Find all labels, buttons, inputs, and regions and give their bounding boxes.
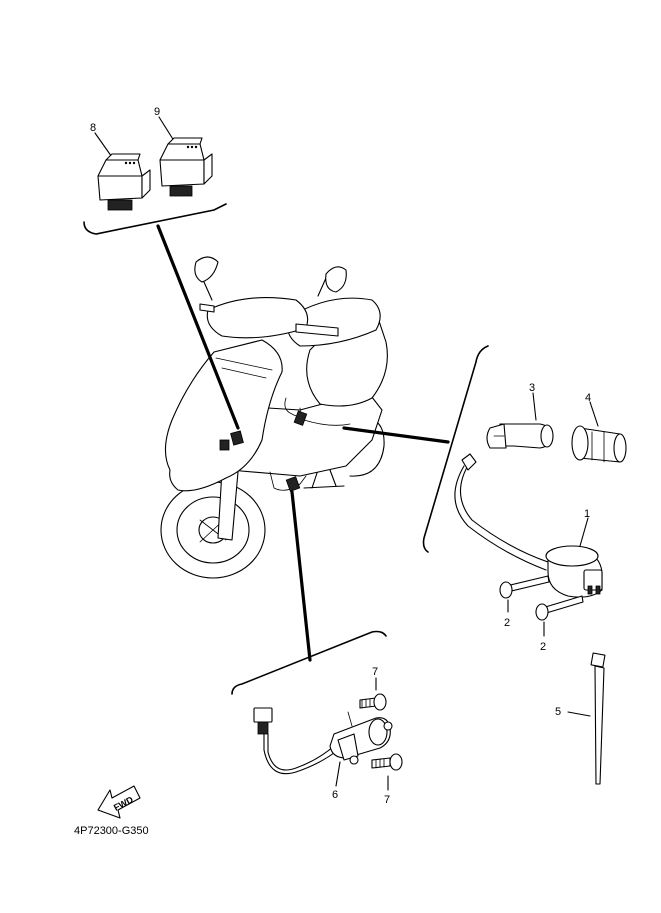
callout-6: 6: [332, 789, 338, 801]
screw-part-7-b: [371, 753, 403, 791]
scooter-illustration: [160, 256, 388, 579]
sensor-part-6: [253, 707, 393, 787]
plug-socket-part-4: [571, 401, 627, 463]
bottom-group-bracket: [231, 630, 387, 695]
bolt-part-2-b: [535, 595, 584, 637]
ignition-coil-part-1: [454, 453, 603, 598]
callout-1: 1: [584, 508, 590, 520]
callout-9: 9: [154, 106, 160, 118]
right-group-bracket: [422, 345, 489, 553]
cable-tie-part-5: [567, 652, 606, 785]
callout-5: 5: [555, 706, 561, 718]
callout-7b: 7: [384, 794, 390, 806]
callout-2b: 2: [540, 641, 546, 653]
screw-part-7-a: [359, 677, 387, 711]
callout-4: 4: [585, 392, 591, 404]
spark-plug-cap-part-3: [486, 392, 554, 449]
callout-8: 8: [90, 122, 96, 134]
bolt-part-2-a: [499, 575, 550, 613]
callout-2a: 2: [504, 617, 510, 629]
diagram-code: 4P72300-G350: [74, 825, 149, 837]
relay-part-8: [94, 132, 151, 211]
relay-part-9: [158, 116, 213, 197]
forward-arrow-icon: FWD: [97, 785, 141, 819]
callout-3: 3: [529, 382, 535, 394]
callout-7a: 7: [372, 666, 378, 678]
top-group-bracket: [83, 203, 227, 235]
callout-leaders: [156, 224, 450, 662]
